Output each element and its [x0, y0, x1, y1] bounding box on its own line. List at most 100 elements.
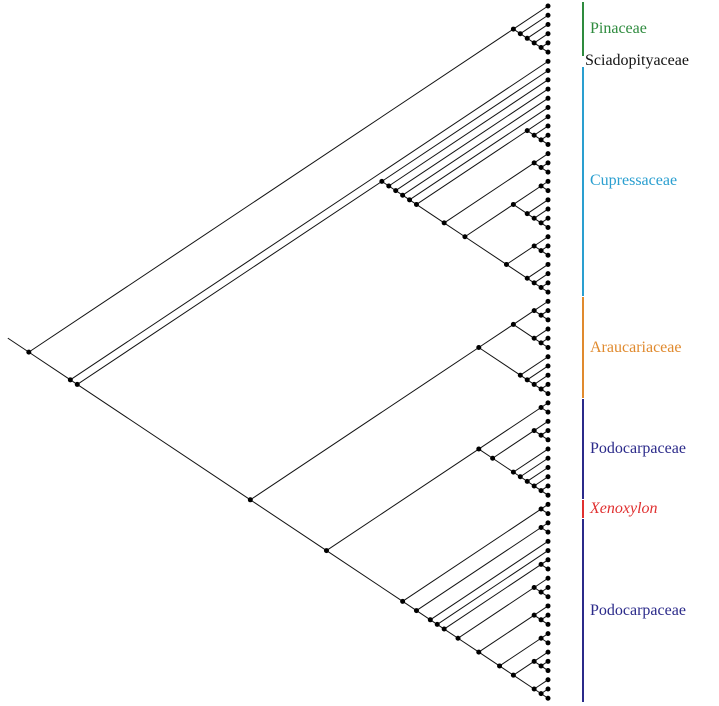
internal-node	[538, 340, 544, 346]
branch	[513, 448, 549, 473]
internal-node	[476, 345, 482, 351]
branch	[533, 577, 549, 588]
leaf-node	[545, 141, 551, 147]
leaf-node	[545, 58, 551, 64]
branch	[526, 467, 549, 482]
branch	[533, 605, 549, 616]
branch	[402, 600, 417, 611]
leaf-node	[545, 520, 551, 526]
internal-node	[538, 312, 544, 318]
leaf-node	[545, 455, 551, 461]
clade-bar	[582, 2, 584, 57]
branch	[526, 24, 549, 39]
branch	[533, 374, 549, 385]
branch	[520, 14, 549, 35]
internal-node	[538, 488, 544, 494]
internal-node	[510, 672, 516, 678]
branch	[70, 60, 549, 381]
internal-node	[531, 308, 537, 314]
leaf-node	[545, 335, 551, 341]
branch	[443, 563, 542, 630]
branch	[326, 550, 403, 602]
branch	[457, 637, 480, 653]
internal-node	[524, 377, 530, 383]
internal-node	[538, 248, 544, 254]
internal-node	[531, 428, 537, 434]
branch	[28, 351, 71, 381]
leaf-node	[545, 566, 551, 572]
branch	[533, 273, 549, 284]
branch	[533, 420, 549, 431]
internal-node	[531, 658, 537, 664]
leaf-node	[545, 501, 551, 507]
leaf-node	[545, 21, 551, 27]
internal-node	[490, 455, 496, 461]
leaf-node	[545, 3, 551, 9]
branch	[416, 610, 431, 621]
internal-node	[538, 524, 544, 530]
leaf-node	[545, 77, 551, 83]
branch	[506, 264, 528, 279]
branch	[28, 28, 514, 353]
leaf-node	[545, 483, 551, 489]
internal-node	[510, 469, 516, 475]
internal-node	[503, 261, 509, 267]
leaf-node	[545, 548, 551, 554]
branch	[76, 384, 251, 501]
branch	[533, 236, 549, 247]
internal-node	[407, 197, 413, 203]
internal-node	[538, 506, 544, 512]
leaf-node	[545, 151, 551, 157]
leaf-node	[545, 529, 551, 535]
internal-node	[413, 201, 419, 207]
internal-node	[538, 386, 544, 392]
leaf-node	[545, 594, 551, 600]
internal-node	[531, 40, 537, 46]
internal-node	[427, 617, 433, 623]
internal-node	[413, 608, 419, 614]
leaf-node	[545, 289, 551, 295]
internal-node	[476, 446, 482, 452]
internal-node	[538, 432, 544, 438]
internal-node	[393, 188, 399, 194]
branch	[513, 660, 535, 676]
branch	[416, 130, 528, 205]
internal-node	[531, 686, 537, 692]
branch	[526, 365, 549, 381]
branch	[457, 587, 535, 639]
leaf-node	[545, 584, 551, 590]
branch	[499, 637, 542, 667]
leaf-node	[545, 381, 551, 387]
clade-label: Xenoxylon	[590, 500, 658, 518]
leaf-node	[545, 95, 551, 101]
leaf-node	[545, 12, 551, 18]
internal-node	[531, 280, 537, 286]
leaf-node	[545, 575, 551, 581]
branch	[416, 527, 542, 611]
internal-node	[531, 215, 537, 221]
leaf-node	[545, 631, 551, 637]
internal-node	[538, 561, 544, 567]
leaf-node	[545, 105, 551, 111]
branch	[533, 33, 549, 44]
leaf-node	[545, 437, 551, 443]
branch	[513, 324, 535, 339]
branch	[533, 125, 549, 136]
leaf-node	[545, 354, 551, 360]
internal-node	[531, 243, 537, 249]
internal-node	[524, 211, 530, 217]
clade-bar	[582, 518, 584, 703]
internal-node	[531, 584, 537, 590]
leaf-node	[545, 114, 551, 120]
internal-node	[26, 349, 32, 355]
branch	[506, 245, 535, 265]
branch	[526, 116, 549, 132]
internal-node	[400, 598, 406, 604]
internal-node	[510, 321, 516, 327]
leaf-node	[545, 31, 551, 37]
internal-node	[67, 377, 73, 383]
branch	[443, 162, 535, 224]
branch	[526, 199, 549, 215]
leaf-node	[545, 492, 551, 498]
